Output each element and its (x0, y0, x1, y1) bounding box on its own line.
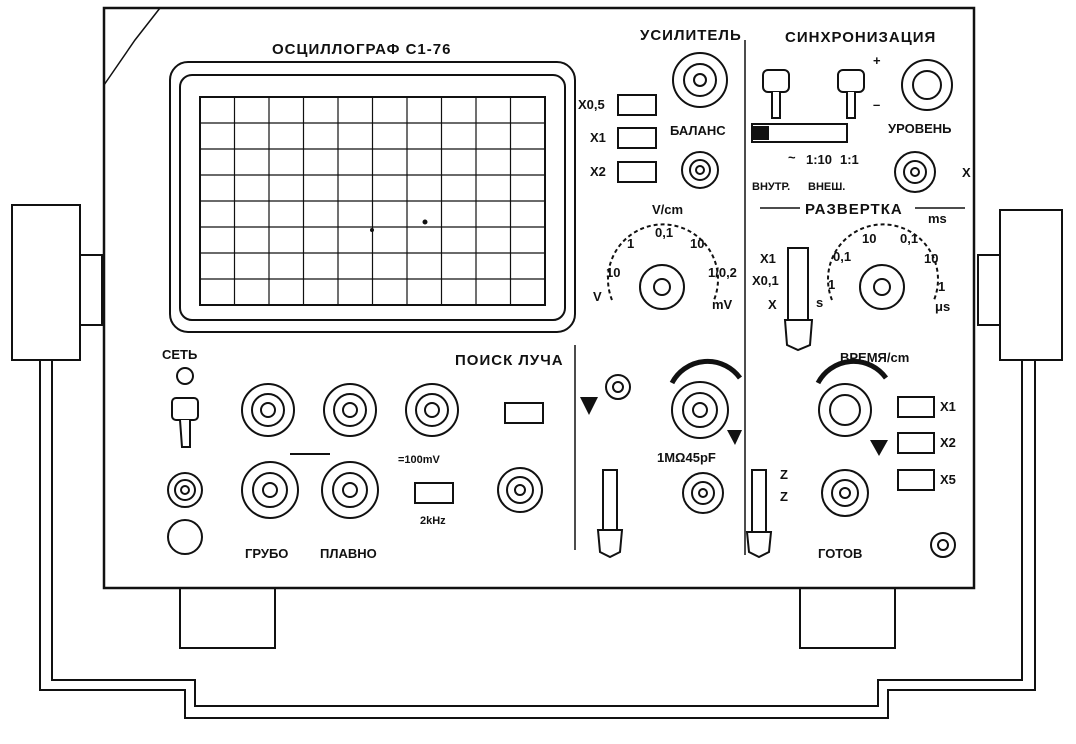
polarity-minus-label: – (873, 97, 881, 112)
gain-x1-label: X1 (590, 130, 606, 145)
sweep-x1-label: X1 (760, 251, 776, 266)
carry-handle (39, 360, 1036, 719)
volts-tick: 10 (606, 265, 621, 280)
trace-rotation-jack (605, 374, 631, 400)
time-x5-label: X5 (940, 472, 956, 487)
time-unit-left: s (816, 295, 824, 310)
illumination-knob (405, 383, 459, 437)
ext-x-label: X (962, 165, 971, 180)
right-side-mount (999, 209, 1063, 361)
level-knob (901, 59, 953, 111)
time-tick: 10 (924, 251, 939, 266)
time-x5-button (897, 469, 935, 491)
z-mode-slider (745, 469, 773, 559)
external-label: ВНЕШ. (808, 181, 846, 193)
level-label: УРОВЕНЬ (888, 121, 952, 136)
vertical-position-knob (672, 52, 728, 108)
sweep-mode-slider (783, 247, 814, 352)
time-tick: 1 (938, 279, 946, 294)
power-toggle-switch (171, 397, 199, 448)
balance-label: БАЛАНС (670, 123, 726, 138)
ground-jack (167, 472, 203, 508)
time-x2-label: X2 (940, 435, 956, 450)
time-x2-button (897, 432, 935, 454)
device-title: ОСЦИЛЛОГРАФ С1-76 (272, 41, 452, 58)
input-coupling-slider (596, 469, 624, 559)
sync-polarity-toggle (837, 69, 865, 119)
time-x1-button (897, 396, 935, 418)
internal-label: ВНУТР. (752, 181, 791, 193)
time-tick: 1 (828, 277, 836, 292)
vertical-gain-knob (671, 381, 729, 439)
gain-x2-button (617, 161, 657, 183)
time-per-cm-label: ВРЕМЯ/cm (840, 350, 910, 365)
time-tick: 10 (862, 231, 877, 246)
cal-100mv-label: =100mV (398, 454, 440, 466)
volts-tick: 0,1 (655, 225, 674, 240)
volts-tick: 10 (690, 236, 705, 251)
volts-tick: 1 (627, 236, 635, 251)
sweep-vernier-knob (818, 383, 872, 437)
sync-source-slider (751, 123, 848, 143)
sync-mode-toggle (762, 69, 790, 119)
right-foot (799, 587, 896, 649)
amplifier-heading: УСИЛИТЕЛЬ (640, 27, 742, 44)
y-input-connector (682, 472, 724, 514)
beam-search-label: ПОИСК ЛУЧА (455, 352, 564, 369)
z1-label: Z (780, 467, 788, 482)
time-per-cm-knob (859, 264, 905, 310)
power-indicator-lamp (176, 367, 194, 385)
z-input-jack (930, 532, 956, 558)
cal-output-jack (497, 467, 543, 513)
gain-x05-label: X0,5 (578, 97, 605, 112)
time-tick: 0,1 (900, 231, 919, 246)
sweep-position-knob (821, 469, 869, 517)
sweep-ext-x-label: X (768, 297, 777, 312)
input-impedance-label: 1MΩ45pF (657, 450, 716, 465)
volts-unit-right: mV (712, 297, 733, 312)
volts-per-cm-knob (639, 264, 685, 310)
volts-tick: 1/0,2 (708, 265, 737, 280)
power-label: СЕТЬ (162, 347, 198, 362)
ready-label: ГОТОВ (818, 546, 863, 561)
sync-heading: СИНХРОНИЗАЦИЯ (785, 29, 937, 46)
sync-one-label: 1:1 (840, 152, 859, 167)
ext-sync-input (894, 151, 936, 193)
volts-per-cm-label: V/cm (652, 202, 684, 217)
crt-screen (199, 96, 546, 306)
volts-unit-left: V (593, 289, 602, 304)
sweep-x01-label: X0,1 (752, 273, 779, 288)
fine-label: ПЛАВНО (320, 546, 377, 561)
gain-x05-button (617, 94, 657, 116)
cal-select-button (414, 482, 454, 504)
vertical-marker-triangle (580, 397, 598, 415)
time-x1-label: X1 (940, 399, 956, 414)
front-panel (102, 6, 976, 590)
coarse-position-knob (241, 461, 299, 519)
balance-knob (681, 151, 719, 189)
gain-x2-label: X2 (590, 164, 606, 179)
time-unit-top: ms (928, 211, 947, 226)
sync-div-label: 1:10 (806, 152, 833, 167)
cal-2khz-label: 2kHz (420, 515, 446, 527)
ground-terminal (167, 519, 203, 555)
left-foot (179, 587, 276, 649)
polarity-plus-label: + (873, 53, 881, 68)
fine-position-knob (321, 461, 379, 519)
crt-bezel (169, 61, 576, 333)
sweep-heading: РАЗВЕРТКА (805, 201, 903, 218)
gain-x1-button (617, 127, 657, 149)
beam-search-button (504, 402, 544, 424)
sync-ac-label: ~ (788, 150, 796, 165)
focus-knob (323, 383, 377, 437)
left-side-mount (11, 204, 81, 361)
time-tick: 0,1 (833, 249, 852, 264)
time-unit-right: μs (935, 299, 951, 314)
z2-label: Z (780, 489, 788, 504)
coarse-label: ГРУБО (245, 546, 289, 561)
intensity-knob (241, 383, 295, 437)
